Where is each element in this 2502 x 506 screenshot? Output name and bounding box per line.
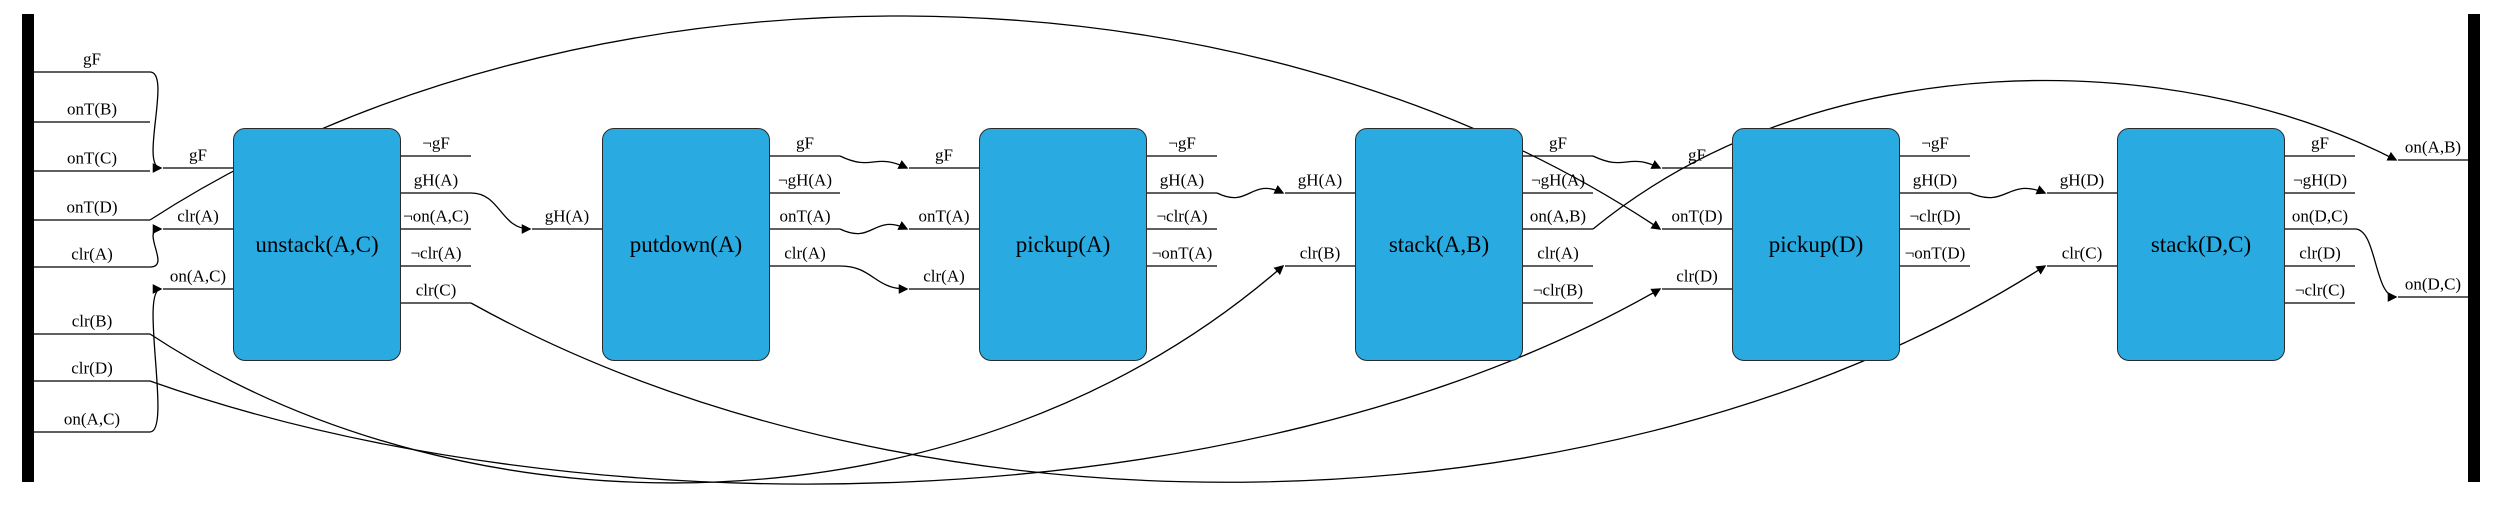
causal-link-wire-init.4-to-action0.in1 bbox=[149, 224, 163, 268]
causal-link-wire-action5.out2-to-goal.1 bbox=[2354, 228, 2398, 302]
causal-link-wire-action3.out2-to-goal.0 bbox=[1592, 79, 2398, 230]
causal-link-wire-action1.out0-to-action2.in0 bbox=[839, 155, 909, 169]
causal-link-wire-action0.out1-to-action1.in0 bbox=[470, 192, 532, 234]
causal-link-wire-init.0-to-action0.in0 bbox=[149, 71, 163, 173]
causal-link-wire-init.3-to-action4.in1 bbox=[149, 15, 1662, 230]
causal-link-wire-init.5-to-action3.in1 bbox=[149, 265, 1285, 484]
initial-state-bar bbox=[22, 14, 34, 482]
causal-link-wire-action0.out4-to-action5.in1 bbox=[470, 265, 2047, 483]
causal-link-wire-init.7-to-action0.in2 bbox=[149, 284, 163, 433]
causal-link-wire-action3.out0-to-action4.in0 bbox=[1592, 155, 1662, 169]
causal-link-wire-init.6-to-action4.in2 bbox=[149, 288, 1662, 485]
causal-link-wire-action2.out1-to-action3.in0 bbox=[1216, 185, 1285, 199]
goal-state-bar bbox=[2468, 14, 2480, 482]
causal-link-wire-action1.out3-to-action2.in2 bbox=[839, 265, 909, 294]
causal-link-wire-action1.out2-to-action2.in1 bbox=[839, 221, 909, 235]
causal-link-wire-action4.out1-to-action5.in0 bbox=[1969, 185, 2047, 199]
